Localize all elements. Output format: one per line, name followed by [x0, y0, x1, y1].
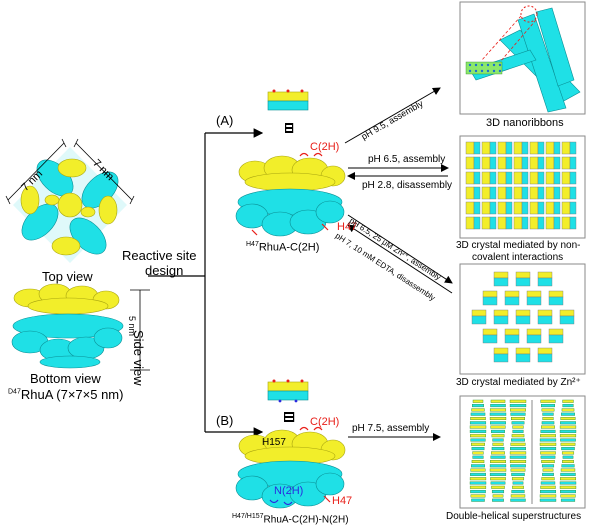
branch-lines — [148, 128, 264, 437]
protein-a-small — [267, 89, 309, 133]
top-view-label: Top view — [42, 269, 93, 284]
side-view-label: Side view — [131, 330, 146, 386]
product-label-crystal-noncov-2: covalent interactions — [472, 252, 564, 263]
double-helix-image — [459, 395, 586, 509]
protein-side-view — [11, 283, 150, 371]
branch-b-c2h-tag: C(2H) — [310, 416, 340, 428]
branch-b-h47-tag: H47 — [332, 495, 353, 507]
protein-b-small — [267, 379, 309, 422]
protein-b-main — [235, 426, 346, 509]
product-label-nanoribbons: 3D nanoribbons — [486, 117, 564, 129]
branch-a-letter: (A) — [216, 113, 234, 128]
reaction-arrows — [344, 87, 453, 441]
arrow-label-helix: pH 7.5, assembly — [352, 423, 430, 434]
product-label-crystal-noncov-1: 3D crystal mediated by non- — [456, 240, 581, 251]
branch-a-protein-name: H47RhuA-C(2H) — [246, 241, 320, 254]
branch-a-h47-tag: H47 — [337, 221, 358, 233]
protein-name-label: D47RhuA (7×7×5 nm) — [8, 387, 124, 402]
branch-b-n2h-tag: N(2H) — [274, 485, 304, 497]
dim-5nm: 5 nm — [127, 316, 137, 337]
arrow-label-disassembly-2-8: pH 2.8, disassembly — [362, 180, 453, 191]
product-label-crystal-zn: 3D crystal mediated by Zn²⁺ — [456, 377, 581, 388]
protein-top-view — [5, 138, 135, 263]
branch-b-letter: (B) — [216, 413, 234, 428]
crystal-noncovalent-image — [459, 135, 586, 239]
protein-a-main — [235, 152, 346, 237]
nanoribbons-image — [459, 1, 586, 115]
crystal-zn-image — [459, 263, 586, 375]
branch-a-c2h-tag: C(2H) — [310, 141, 340, 153]
product-label-helical: Double-helical superstructures — [446, 511, 582, 522]
design-label-line1: Reactive site — [122, 248, 197, 263]
branch-b-protein-name: H47/H157RhuA-C(2H)-N(2H) — [232, 513, 349, 526]
bottom-view-label: Bottom view — [30, 371, 101, 386]
design-label-line2: design — [145, 263, 184, 278]
branch-b-h157-tag: H157 — [262, 437, 286, 448]
arrow-label-assembly-6-5: pH 6.5, assembly — [368, 154, 446, 165]
